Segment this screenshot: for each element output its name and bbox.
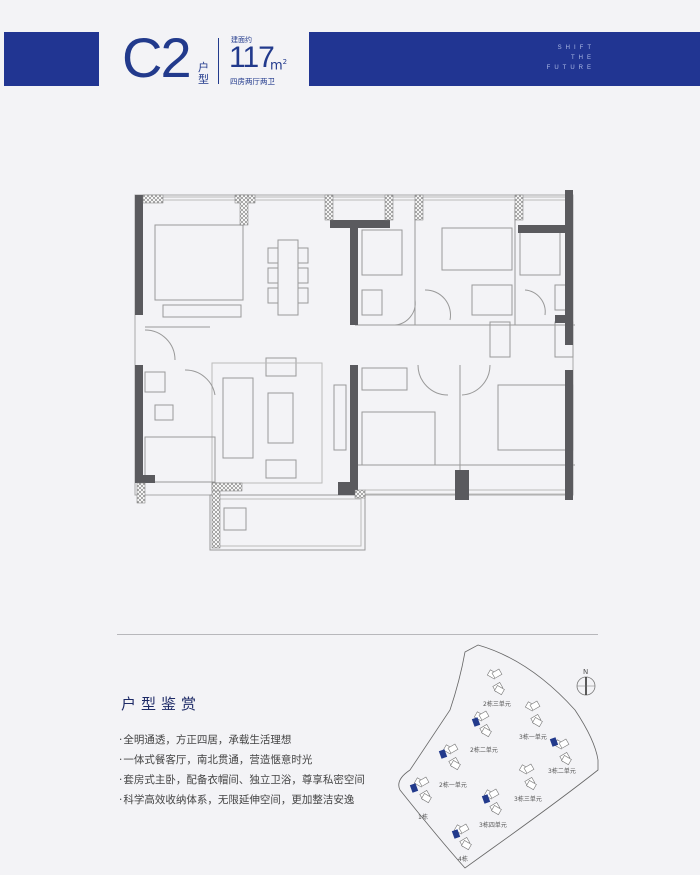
feature-item: 套房式主卧，配备衣帽间、独立卫浴，尊享私密空间 [119, 770, 365, 790]
site-label: 3栋三单元 [514, 796, 542, 803]
tagline-line-2: THE [571, 55, 595, 61]
area-unit-base: m [270, 58, 283, 74]
header-right-bar [309, 32, 700, 86]
floor-plan [134, 190, 575, 551]
site-label: 2栋三单元 [483, 701, 511, 708]
site-label: 3栋四单元 [479, 822, 507, 829]
tagline-line-1: SHIFT [557, 45, 595, 51]
compass-label: N [583, 668, 589, 676]
site-label: 4栋 [458, 856, 468, 863]
site-label: 3栋二单元 [548, 768, 576, 775]
area-label: 建面约 [231, 36, 252, 44]
site-label: 3栋一单元 [519, 734, 547, 741]
feature-item: 科学高效收纳体系，无限延伸空间，更加整洁安逸 [119, 790, 365, 810]
site-label: 2栋二单元 [470, 747, 498, 754]
unit-type-suffix: 户型 [198, 61, 209, 86]
features-list: 全明通透，方正四居，承载生活理想 一体式餐客厅，南北贯通，营造惬意时光 套房式主… [119, 730, 365, 810]
site-label: 1栋 [418, 814, 428, 821]
area-value: 117 [229, 41, 275, 74]
tagline-line-3: FUTURE [546, 65, 595, 71]
layout-description: 四房两厅两卫 [230, 77, 275, 86]
features-title: 户型鉴赏 [121, 695, 202, 713]
header-divider [218, 38, 219, 84]
area-unit: m2 [270, 58, 287, 73]
area-unit-sup: 2 [282, 58, 288, 66]
site-label: 2栋一单元 [439, 782, 467, 789]
unit-type-code: C2 [122, 26, 192, 89]
header-left-bar [4, 32, 99, 86]
feature-item: 一体式餐客厅，南北贯通，营造惬意时光 [119, 750, 365, 770]
feature-item: 全明通透，方正四居，承载生活理想 [119, 730, 365, 750]
compass-icon [576, 676, 596, 696]
section-divider [117, 634, 598, 635]
tagline: SHIFT THE FUTURE [535, 43, 595, 73]
